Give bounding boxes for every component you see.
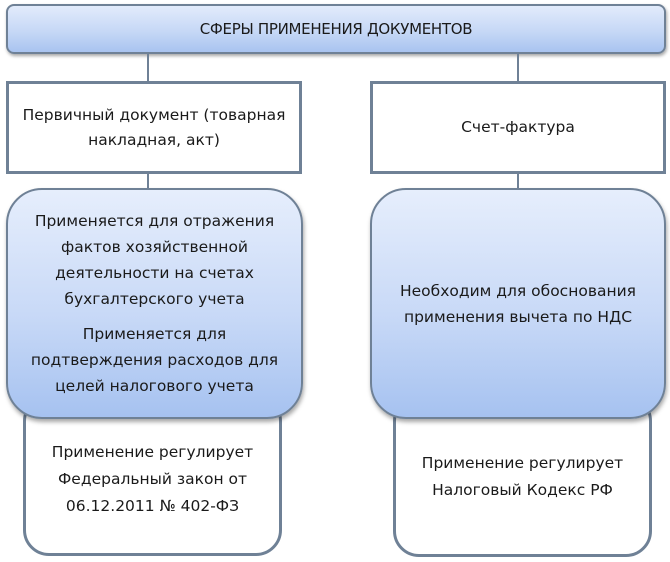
primary-document-label: Первичный документ (товарная накладная, … xyxy=(22,105,286,149)
primary-document-regulation-text: Применение регулирует Федеральный закон … xyxy=(51,443,254,515)
connector-title-right xyxy=(517,54,519,81)
invoice-regulation-box: Применение регулирует Налоговый Кодекс Р… xyxy=(393,395,652,557)
purpose-tax-text: Применяется для подтверждения расходов д… xyxy=(30,325,279,395)
purpose-vat-deduction-text: Необходим для обоснования применения выч… xyxy=(399,281,636,326)
invoice-document-box: Счет-фактура xyxy=(370,81,666,174)
invoice-purpose-box: Необходим для обоснования применения выч… xyxy=(370,188,666,419)
connector-left-doc-purpose xyxy=(147,173,149,189)
primary-document-regulation-box: Применение регулирует Федеральный закон … xyxy=(23,395,282,556)
invoice-document-label: Счет-фактура xyxy=(461,118,575,136)
connector-title-left xyxy=(147,54,149,81)
primary-document-purpose-box: Применяется для отражения фактов хозяйст… xyxy=(6,188,303,419)
primary-document-box: Первичный документ (товарная накладная, … xyxy=(6,81,302,174)
purpose-accounting-text: Применяется для отражения фактов хозяйст… xyxy=(34,212,275,308)
invoice-regulation-text: Применение регулирует Налоговый Кодекс Р… xyxy=(421,454,624,499)
diagram-title: СФЕРЫ ПРИМЕНЕНИЯ ДОКУМЕНТОВ xyxy=(199,20,473,38)
diagram-title-box: СФЕРЫ ПРИМЕНЕНИЯ ДОКУМЕНТОВ xyxy=(6,4,666,54)
connector-right-doc-purpose xyxy=(517,173,519,189)
